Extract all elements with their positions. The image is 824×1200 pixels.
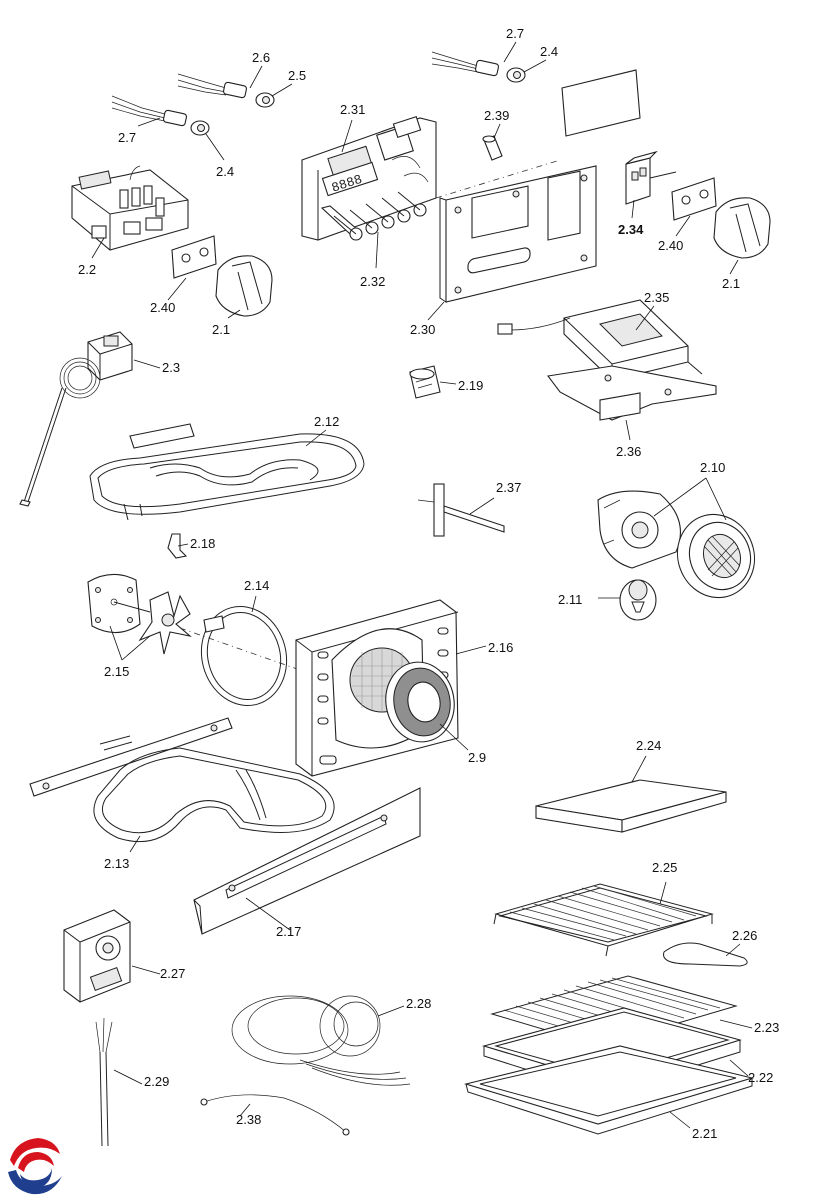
lamp-housing-2-10 bbox=[597, 490, 756, 599]
element-clip-2-18 bbox=[167, 533, 188, 559]
label-2-24: 2.24 bbox=[636, 738, 661, 753]
side-rail-2-17 bbox=[193, 787, 421, 935]
label-2-23: 2.23 bbox=[754, 1020, 779, 1035]
label-2-7-left: 2.7 bbox=[118, 130, 136, 145]
control-panel-frame bbox=[439, 165, 597, 303]
label-2-14: 2.14 bbox=[244, 578, 269, 593]
control-pcb: 8888 bbox=[301, 115, 437, 241]
label-2-10: 2.10 bbox=[700, 460, 725, 475]
lamp-holder-wire-right bbox=[431, 51, 526, 83]
part-labels: 2.7 2.4 2.6 2.5 2.31 2.39 2.7 2.4 2.2 2.… bbox=[78, 26, 779, 1141]
label-2-39: 2.39 bbox=[484, 108, 509, 123]
label-2-5: 2.5 bbox=[288, 68, 306, 83]
label-2-16: 2.16 bbox=[488, 640, 513, 655]
label-2-28: 2.28 bbox=[406, 996, 431, 1011]
label-2-3: 2.3 bbox=[162, 360, 180, 375]
label-2-29: 2.29 bbox=[144, 1074, 169, 1089]
grill-heating-element bbox=[89, 423, 365, 521]
label-2-6: 2.6 bbox=[252, 50, 270, 65]
lower-heating-element bbox=[29, 717, 335, 843]
lamp-socket-2-19 bbox=[409, 365, 441, 399]
label-2-11: 2.11 bbox=[558, 592, 582, 607]
label-2-12: 2.12 bbox=[314, 414, 339, 429]
label-2-17: 2.17 bbox=[276, 924, 301, 939]
lamp-bulb-2-11 bbox=[619, 579, 657, 621]
label-2-13: 2.13 bbox=[104, 856, 129, 871]
fan-cover-2-9 bbox=[385, 661, 455, 743]
label-2-38: 2.38 bbox=[236, 1112, 261, 1127]
label-2-27: 2.27 bbox=[160, 966, 185, 981]
rotary-switch-right bbox=[625, 150, 677, 205]
control-knob-left bbox=[215, 255, 273, 317]
power-cable-2-29 bbox=[95, 1017, 113, 1147]
drip-tray-2-21 bbox=[463, 1045, 755, 1135]
label-2-26: 2.26 bbox=[732, 928, 757, 943]
label-2-35: 2.35 bbox=[644, 290, 669, 305]
label-2-36: 2.36 bbox=[616, 444, 641, 459]
leader-lines bbox=[91, 41, 753, 1129]
label-2-22: 2.22 bbox=[748, 1070, 773, 1085]
label-2-9: 2.9 bbox=[468, 750, 486, 765]
label-2-37: 2.37 bbox=[496, 480, 521, 495]
thermostat bbox=[19, 331, 133, 507]
label-2-18: 2.18 bbox=[190, 536, 215, 551]
label-2-1-right: 2.1 bbox=[722, 276, 740, 291]
label-2-25: 2.25 bbox=[652, 860, 677, 875]
lamp-holder-wire-mid bbox=[177, 73, 275, 108]
terminal-block-2-27 bbox=[63, 909, 131, 1003]
control-knob-right bbox=[713, 197, 771, 259]
wire-rack-2-25 bbox=[493, 883, 714, 957]
tray-handle-2-26 bbox=[663, 942, 748, 967]
selector-switch bbox=[71, 165, 189, 251]
control-pcb-shafts bbox=[320, 159, 561, 241]
label-2-15: 2.15 bbox=[104, 664, 129, 679]
spacer-2-39 bbox=[482, 135, 503, 161]
lamp-rod-2-37 bbox=[417, 483, 505, 537]
label-2-30: 2.30 bbox=[410, 322, 435, 337]
label-2-19: 2.19 bbox=[458, 378, 483, 393]
label-2-1-left: 2.1 bbox=[212, 322, 230, 337]
knob-bracket-right bbox=[671, 177, 717, 221]
wiring-harness-2-28 bbox=[231, 995, 411, 1086]
label-2-40-right: 2.40 bbox=[658, 238, 683, 253]
label-2-2: 2.2 bbox=[78, 262, 96, 277]
label-2-4-left: 2.4 bbox=[216, 164, 234, 179]
label-2-21: 2.21 bbox=[692, 1126, 717, 1141]
circular-heating-element bbox=[179, 605, 301, 707]
label-2-40-left: 2.40 bbox=[150, 300, 175, 315]
glass-cover-plate bbox=[561, 69, 641, 137]
brand-swirl-logo bbox=[6, 1138, 62, 1195]
lamp-holder-wire-left bbox=[111, 95, 210, 136]
label-2-34: 2.34 bbox=[618, 222, 644, 237]
fan-motor-2-15 bbox=[87, 573, 192, 655]
lead-wire-2-38 bbox=[203, 1094, 347, 1133]
label-2-4-right: 2.4 bbox=[540, 44, 558, 59]
enamel-tray-2-24 bbox=[535, 779, 727, 833]
label-2-31: 2.31 bbox=[340, 102, 365, 117]
knob-bracket-left bbox=[171, 235, 217, 279]
label-2-7-right: 2.7 bbox=[506, 26, 524, 41]
label-2-32: 2.32 bbox=[360, 274, 385, 289]
mounting-plate-2-36 bbox=[547, 365, 717, 421]
